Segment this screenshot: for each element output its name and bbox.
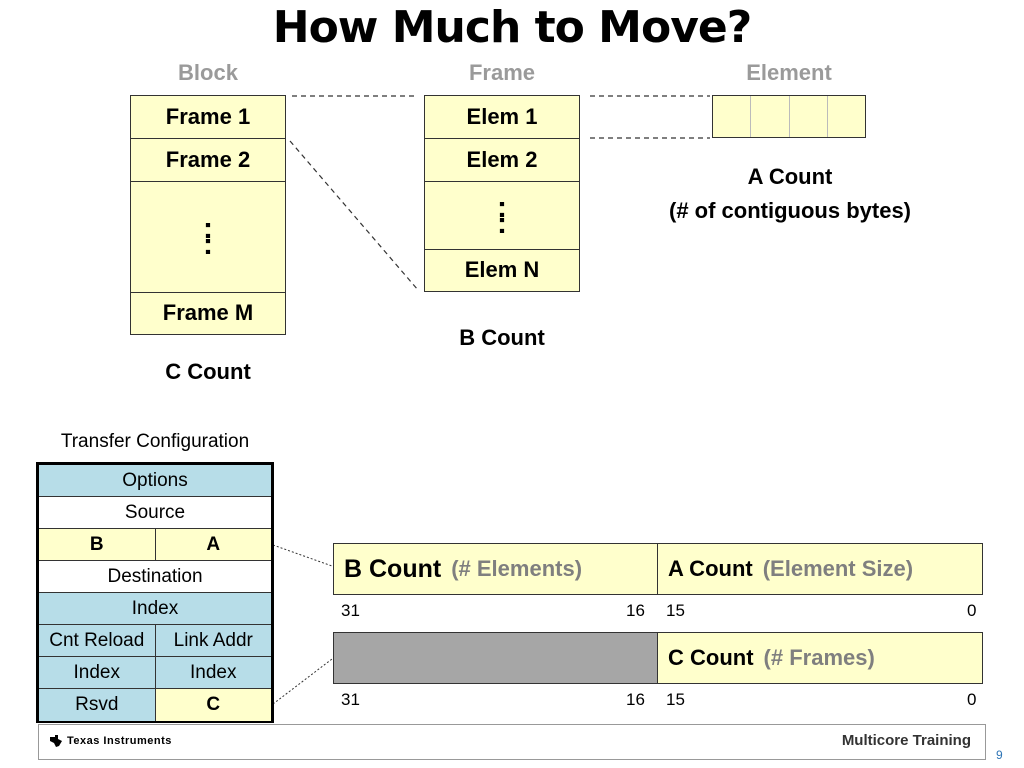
ellipsis-dot-bottom: :: [497, 206, 507, 240]
bit-16: 16: [626, 690, 645, 709]
block-ellipsis-cell: : :: [131, 182, 285, 293]
index-right-cell: Index: [154, 657, 271, 688]
ellipsis-dot-top: :: [497, 190, 507, 224]
ellipsis-dot-bottom: :: [203, 228, 213, 261]
block-header: Block: [178, 60, 238, 85]
b-count-label: B Count: [459, 325, 545, 350]
page-number: 9: [996, 748, 1003, 762]
byte-cell: [790, 96, 828, 137]
ti-logo: Texas Instruments: [49, 734, 172, 748]
bit-31: 31: [341, 601, 360, 620]
reserved-field: [334, 633, 658, 683]
c-cell: C: [154, 689, 271, 721]
ellipsis-dot-top: :: [203, 212, 213, 245]
destination-cell: Destination: [39, 561, 271, 592]
source-row: Source: [39, 497, 271, 529]
rsvd-cell: Rsvd: [39, 689, 155, 721]
options-cell: Options: [39, 465, 271, 496]
frame-ellipsis-cell: : :: [425, 182, 579, 250]
index-row: Index: [39, 593, 271, 625]
destination-row: Destination: [39, 561, 271, 593]
c-count-field-sub: (# Frames): [763, 645, 875, 670]
footer-bar: Texas Instruments Multicore Training: [38, 724, 986, 760]
transfer-config-title: Transfer Configuration: [60, 431, 250, 452]
frame-m-cell: Frame M: [162, 300, 254, 325]
frame-2-cell: Frame 2: [131, 139, 285, 182]
byte-cell: [713, 96, 752, 137]
cnt-reload-cell: Cnt Reload: [39, 625, 155, 656]
element-header: Element: [746, 60, 832, 85]
b-cell: B: [39, 529, 155, 560]
index-left-cell: Index: [39, 657, 155, 688]
multicore-training-label: Multicore Training: [841, 732, 971, 749]
a-count-field: A Count (Element Size): [658, 544, 982, 594]
bit-15: 15: [666, 601, 685, 620]
block-to-frame-bottom-line: [289, 140, 419, 291]
ba-row: B A: [39, 529, 271, 561]
c-count-label: C Count: [165, 359, 251, 384]
a-count-description: (# of contiguous bytes): [669, 198, 911, 223]
elem-2-cell: Elem 2: [425, 139, 579, 182]
block-stack: Frame 1 Frame 2 : : Frame M: [130, 95, 286, 335]
a-cell: A: [154, 529, 271, 560]
byte-cell: [751, 96, 790, 137]
bit-0: 0: [967, 601, 977, 620]
bit-31: 31: [341, 690, 360, 709]
frame-1-cell: Frame 1: [131, 96, 285, 139]
bit-0: 0: [967, 690, 977, 709]
index-index-row: Index Index: [39, 657, 271, 689]
elem-n-cell: Elem N: [464, 257, 540, 282]
source-cell: Source: [39, 497, 271, 528]
reload-link-row: Cnt Reload Link Addr: [39, 625, 271, 657]
bit-15: 15: [666, 690, 685, 709]
frame-stack: Elem 1 Elem 2 : : Elem N: [424, 95, 580, 292]
transfer-config-table: Options Source B A Destination Index Cnt…: [36, 462, 274, 723]
c-to-register-line: [272, 658, 333, 705]
c-count-field-label: C Count: [668, 645, 754, 670]
bit-16: 16: [626, 601, 645, 620]
b-count-field-label: B Count: [344, 554, 442, 583]
page-title: How Much to Move?: [272, 2, 753, 53]
options-row: Options: [39, 465, 271, 497]
a-count-field-sub: (Element Size): [762, 556, 914, 581]
element-bytes-box: [712, 95, 866, 138]
ti-state-icon: [50, 735, 62, 747]
b-count-field-sub: (# Elements): [451, 556, 583, 581]
a-count-field-label: A Count: [668, 556, 753, 581]
ti-brand-text: Texas Instruments: [67, 735, 172, 747]
link-addr-cell: Link Addr: [154, 625, 271, 656]
rsvd-c-row: Rsvd C: [39, 689, 271, 721]
ba-to-register-line: [272, 544, 333, 567]
b-count-field: B Count (# Elements): [334, 544, 658, 594]
elem-1-cell: Elem 1: [425, 96, 579, 139]
a-count-label: A Count: [747, 164, 833, 189]
register-ba: B Count (# Elements) A Count (Element Si…: [333, 543, 983, 595]
c-count-field: C Count (# Frames): [658, 633, 982, 683]
index-cell: Index: [39, 593, 271, 624]
frame-header: Frame: [468, 60, 536, 85]
register-c: C Count (# Frames): [333, 632, 983, 684]
